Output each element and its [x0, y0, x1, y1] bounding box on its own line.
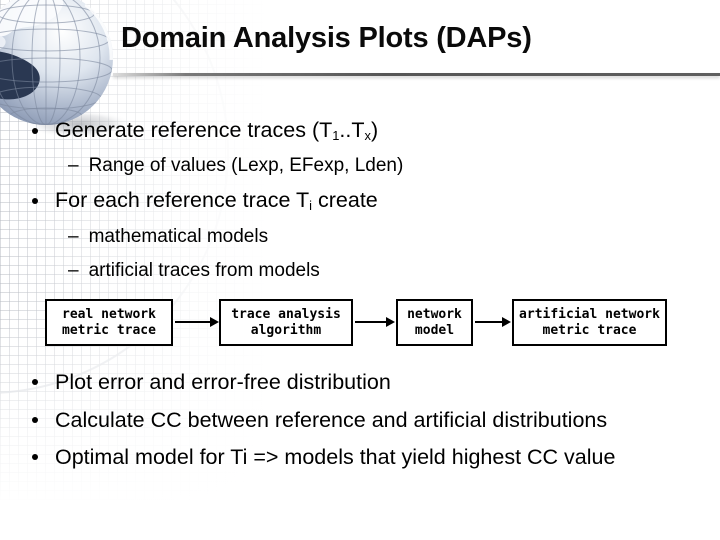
bullet-calculate-cc: Calculate CC between reference and artif…: [32, 407, 607, 433]
bullet-dot-icon: [32, 379, 38, 385]
subbullet-text: Range of values (Lexp, EFexp, Lden): [88, 155, 404, 176]
bullet-dot-icon: [32, 198, 38, 204]
flow-box-line: artificial network: [519, 306, 660, 322]
globe-land-dark: [0, 50, 40, 100]
globe-details: [0, 0, 113, 125]
bullet-text: Calculate CC between reference and artif…: [55, 407, 608, 432]
arrow-shaft: [475, 321, 502, 323]
dash-icon: –: [68, 226, 79, 247]
flow-box-artificial-network-metric-trace: artificial network metric trace: [512, 299, 667, 346]
flow-box-line: metric trace: [542, 322, 637, 338]
bullet-text: Generate reference traces (T1..Tx): [55, 118, 379, 144]
bullet-dot-icon: [32, 454, 38, 460]
bullet-optimal-model: Optimal model for Ti => models that yiel…: [32, 444, 615, 470]
bullet-text: Plot error and error-free distribution: [55, 369, 391, 394]
subbullet-artificial-traces: – artificial traces from models: [68, 258, 320, 284]
subbullet-range-of-values: – Range of values (Lexp, EFexp, Lden): [68, 153, 403, 179]
arrow-shaft: [355, 321, 386, 323]
dash-icon: –: [68, 260, 79, 281]
bullet-dot-icon: [32, 128, 38, 134]
right-arrow-icon: [355, 317, 395, 327]
bullet-text: For each reference trace Ti create: [55, 188, 378, 214]
arrow-head: [386, 317, 395, 327]
dash-icon: –: [68, 155, 79, 176]
bullet-plot-error: Plot error and error-free distribution: [32, 369, 391, 395]
title-divider: [113, 73, 720, 76]
bullet-generate-traces: Generate reference traces (T1..Tx): [32, 118, 378, 144]
subbullet-mathematical-models: – mathematical models: [68, 224, 268, 250]
arrow-head: [502, 317, 511, 327]
subbullet-text: mathematical models: [88, 226, 269, 247]
right-arrow-icon: [475, 317, 511, 327]
globe-icon: [0, 0, 132, 138]
bullet-for-each-trace: For each reference trace Ti create: [32, 188, 378, 214]
flow-box-line: network: [407, 306, 462, 322]
page-title: Domain Analysis Plots (DAPs): [121, 22, 532, 54]
subbullet-text: artificial traces from models: [88, 260, 320, 281]
bullet-text: Optimal model for Ti => models that yiel…: [55, 444, 616, 469]
globe-land-light-small: [0, 35, 6, 50]
flow-box-line: model: [414, 322, 455, 338]
bullet-dot-icon: [32, 417, 38, 423]
flow-box-network-model: network model: [396, 299, 473, 346]
